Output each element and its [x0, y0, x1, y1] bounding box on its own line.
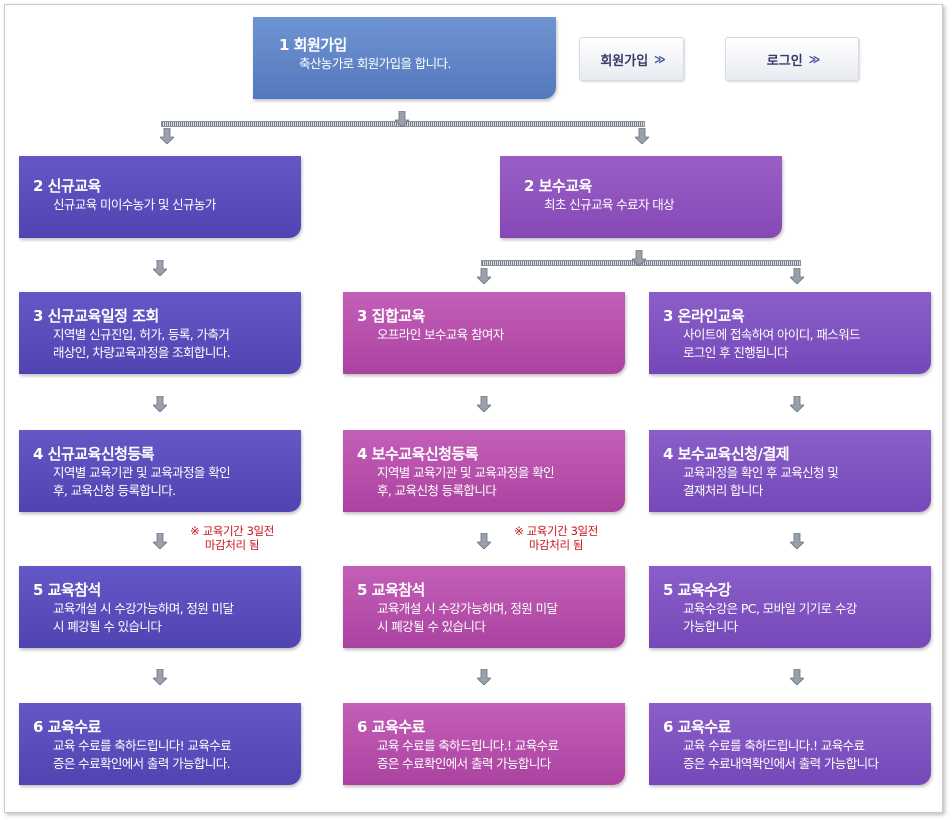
step-3-online-desc: 사이트에 접속하여 아이디, 패스워드 로그인 후 진행됩니다 — [683, 327, 861, 360]
step-4-group-desc: 지역별 교육기관 및 교육과정을 확인 후, 교육신청 등록합니다 — [377, 465, 555, 498]
step-4-new-title: 4 신규교육신청등록 — [33, 445, 155, 463]
step-4-new-register-box: 4 신규교육신청등록 지역별 교육기관 및 교육과정을 확인 후, 교육신청 등… — [19, 430, 301, 512]
step-1-desc: 축산농가로 회원가입을 합니다. — [299, 56, 451, 71]
step-4-group-title: 4 보수교육신청등록 — [357, 445, 479, 463]
join-button-label: 회원가입 — [600, 53, 649, 69]
down-arrow-icon — [477, 268, 491, 284]
step-5-group-desc: 교육개설 시 수강가능하며, 정원 미달 시 폐강될 수 있습니다 — [377, 601, 558, 634]
down-arrow-icon — [160, 128, 174, 144]
step-6-online-complete-box: 6 교육수료 교육 수료를 축하드립니다.! 교육수료 증은 수료내역확인에서 … — [649, 703, 931, 785]
step-3-new-desc: 지역별 신규진입, 허가, 등록, 가축거 래상인, 차량교육과정을 조회합니다… — [53, 327, 231, 360]
step-6-online-desc: 교육 수료를 축하드립니다.! 교육수료 증은 수료내역확인에서 출력 가능합니… — [683, 738, 879, 771]
step-6-online-title: 6 교육수료 — [663, 718, 731, 736]
step-6-new-complete-box: 6 교육수료 교육 수료를 축하드립니다! 교육수료 증은 수료확인에서 출력 … — [19, 703, 301, 785]
down-arrow-icon — [790, 268, 804, 284]
step-3-new-title: 3 신규교육일정 조회 — [33, 307, 159, 325]
step-3-group-desc: 오프라인 보수교육 참여자 — [377, 327, 504, 342]
step-2-maint-title: 2 보수교육 — [524, 177, 592, 195]
step-6-group-title: 6 교육수료 — [357, 718, 425, 736]
step-4-online-payment-box: 4 보수교육신청/결제 교육과정을 확인 후 교육신청 및 결재처리 합니다 — [649, 430, 931, 512]
down-arrow-icon — [153, 533, 167, 549]
down-arrow-icon — [635, 128, 649, 144]
down-arrow-icon — [790, 669, 804, 685]
step-1-title: 1 회원가입 — [279, 36, 347, 54]
step-3-new-schedule-box: 3 신규교육일정 조회 지역별 신규진입, 허가, 등록, 가축거 래상인, 차… — [19, 292, 301, 374]
step-5-group-title: 5 교육참석 — [357, 581, 425, 599]
login-button[interactable]: 로그인 ≫ — [725, 37, 859, 81]
step-3-online-education-box: 3 온라인교육 사이트에 접속하여 아이디, 패스워드 로그인 후 진행됩니다 — [649, 292, 931, 374]
step-5-new-desc: 교육개설 시 수강가능하며, 정원 미달 시 폐강될 수 있습니다 — [53, 601, 234, 634]
step-2-new-desc: 신규교육 미이수농가 및 신규농가 — [53, 197, 216, 212]
step-6-new-title: 6 교육수료 — [33, 718, 101, 736]
down-arrow-icon — [153, 669, 167, 685]
step-1-join-box: 1 회원가입 축산농가로 회원가입을 합니다. — [253, 17, 556, 99]
step-5-new-attend-box: 5 교육참석 교육개설 시 수강가능하며, 정원 미달 시 폐강될 수 있습니다 — [19, 566, 301, 648]
step-5-online-desc: 교육수강은 PC, 모바일 기기로 수강 가능합니다 — [683, 601, 857, 634]
down-arrow-icon — [790, 396, 804, 412]
step-4-online-title: 4 보수교육신청/결제 — [663, 445, 790, 463]
step-6-group-desc: 교육 수료를 축하드립니다.! 교육수료 증은 수료확인에서 출력 가능합니다 — [377, 738, 559, 771]
login-button-label: 로그인 — [766, 53, 803, 69]
down-arrow-icon — [477, 396, 491, 412]
down-arrow-icon — [790, 533, 804, 549]
down-arrow-icon — [153, 260, 167, 276]
down-arrow-icon — [477, 533, 491, 549]
down-arrow-icon — [477, 669, 491, 685]
step-4-online-desc: 교육과정을 확인 후 교육신청 및 결재처리 합니다 — [683, 465, 839, 498]
down-arrow-icon — [395, 111, 409, 127]
step-2-new-education-box: 2 신규교육 신규교육 미이수농가 및 신규농가 — [19, 156, 301, 238]
step-5-online-title: 5 교육수강 — [663, 581, 731, 599]
step-4-group-register-box: 4 보수교육신청등록 지역별 교육기관 및 교육과정을 확인 후, 교육신청 등… — [343, 430, 625, 512]
deadline-note: ※ 교육기간 3일전 마감처리 됨 — [190, 524, 274, 552]
step-3-group-education-box: 3 집합교육 오프라인 보수교육 참여자 — [343, 292, 625, 374]
step-2-maint-desc: 최초 신규교육 수료자 대상 — [544, 197, 675, 212]
step-2-new-title: 2 신규교육 — [33, 177, 101, 195]
step-2-maintenance-box: 2 보수교육 최초 신규교육 수료자 대상 — [500, 156, 782, 238]
down-arrow-icon — [632, 250, 646, 266]
double-chevron-right-icon: ≫ — [808, 52, 820, 66]
double-chevron-right-icon: ≫ — [654, 52, 665, 66]
step-3-online-title: 3 온라인교육 — [663, 307, 745, 325]
step-5-group-attend-box: 5 교육참석 교육개설 시 수강가능하며, 정원 미달 시 폐강될 수 있습니다 — [343, 566, 625, 648]
step-6-new-desc: 교육 수료를 축하드립니다! 교육수료 증은 수료확인에서 출력 가능합니다. — [53, 738, 232, 771]
step-5-online-course-box: 5 교육수강 교육수강은 PC, 모바일 기기로 수강 가능합니다 — [649, 566, 931, 648]
step-4-new-desc: 지역별 교육기관 및 교육과정을 확인 후, 교육신청 등록합니다. — [53, 465, 231, 498]
deadline-note: ※ 교육기간 3일전 마감처리 됨 — [514, 524, 598, 552]
down-arrow-icon — [153, 396, 167, 412]
step-5-new-title: 5 교육참석 — [33, 581, 101, 599]
join-button[interactable]: 회원가입 ≫ — [579, 37, 684, 81]
step-3-group-title: 3 집합교육 — [357, 307, 425, 325]
step-6-group-complete-box: 6 교육수료 교육 수료를 축하드립니다.! 교육수료 증은 수료확인에서 출력… — [343, 703, 625, 785]
